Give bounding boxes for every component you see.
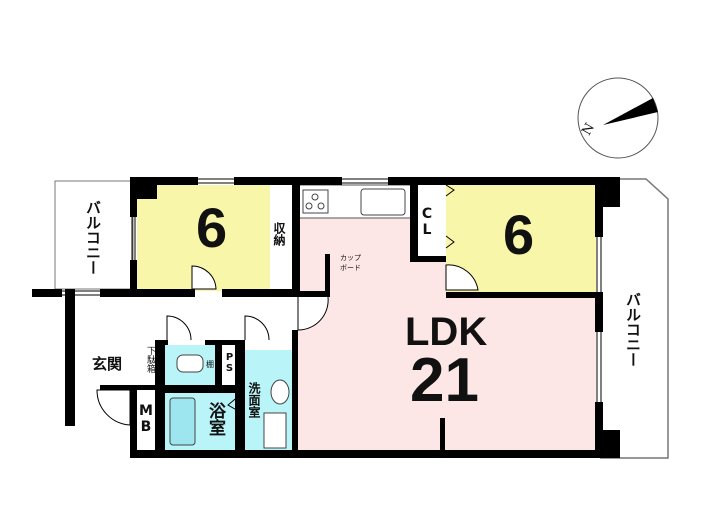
washroom-label: 洗面室 — [247, 382, 261, 418]
entrance-label: 玄関 — [92, 355, 123, 373]
pipe-space-label: PS — [224, 352, 235, 374]
ldk-floor — [298, 218, 596, 450]
ldk-size: 21 — [410, 346, 479, 415]
western-room-right-floor — [446, 185, 596, 292]
balcony-right-area — [600, 178, 669, 459]
toilet-icon — [176, 354, 204, 373]
washing-machine-space — [263, 412, 287, 449]
bathroom-label: 浴室 — [205, 402, 225, 436]
balcony-right-label: バルコニー — [624, 292, 642, 367]
doors — [96, 184, 479, 426]
meter-box-label: MB — [138, 403, 154, 435]
balcony-left-area — [54, 180, 134, 290]
washbasin-icon — [270, 379, 290, 405]
western-room-right-size: 6 — [503, 203, 535, 266]
storage-label: 収納 — [272, 222, 286, 246]
windows — [62, 178, 602, 402]
sink-icon — [360, 188, 406, 216]
cupboard-label-2: ボード — [340, 264, 361, 272]
compass-icon — [577, 77, 659, 159]
western-room-left-size: 6 — [196, 196, 228, 259]
bathtub-icon — [169, 397, 196, 446]
toilet-shelf-label: 棚 — [206, 360, 214, 369]
balcony-left-label: バルコニー — [84, 200, 102, 275]
closet-label: CL — [419, 206, 435, 238]
stove-icon — [302, 189, 329, 214]
walls — [32, 177, 620, 458]
shoe-box-label: 下駄箱 — [145, 346, 155, 373]
ldk-label: LDK — [405, 310, 488, 354]
cupboard-label-1: カップ — [340, 254, 361, 262]
